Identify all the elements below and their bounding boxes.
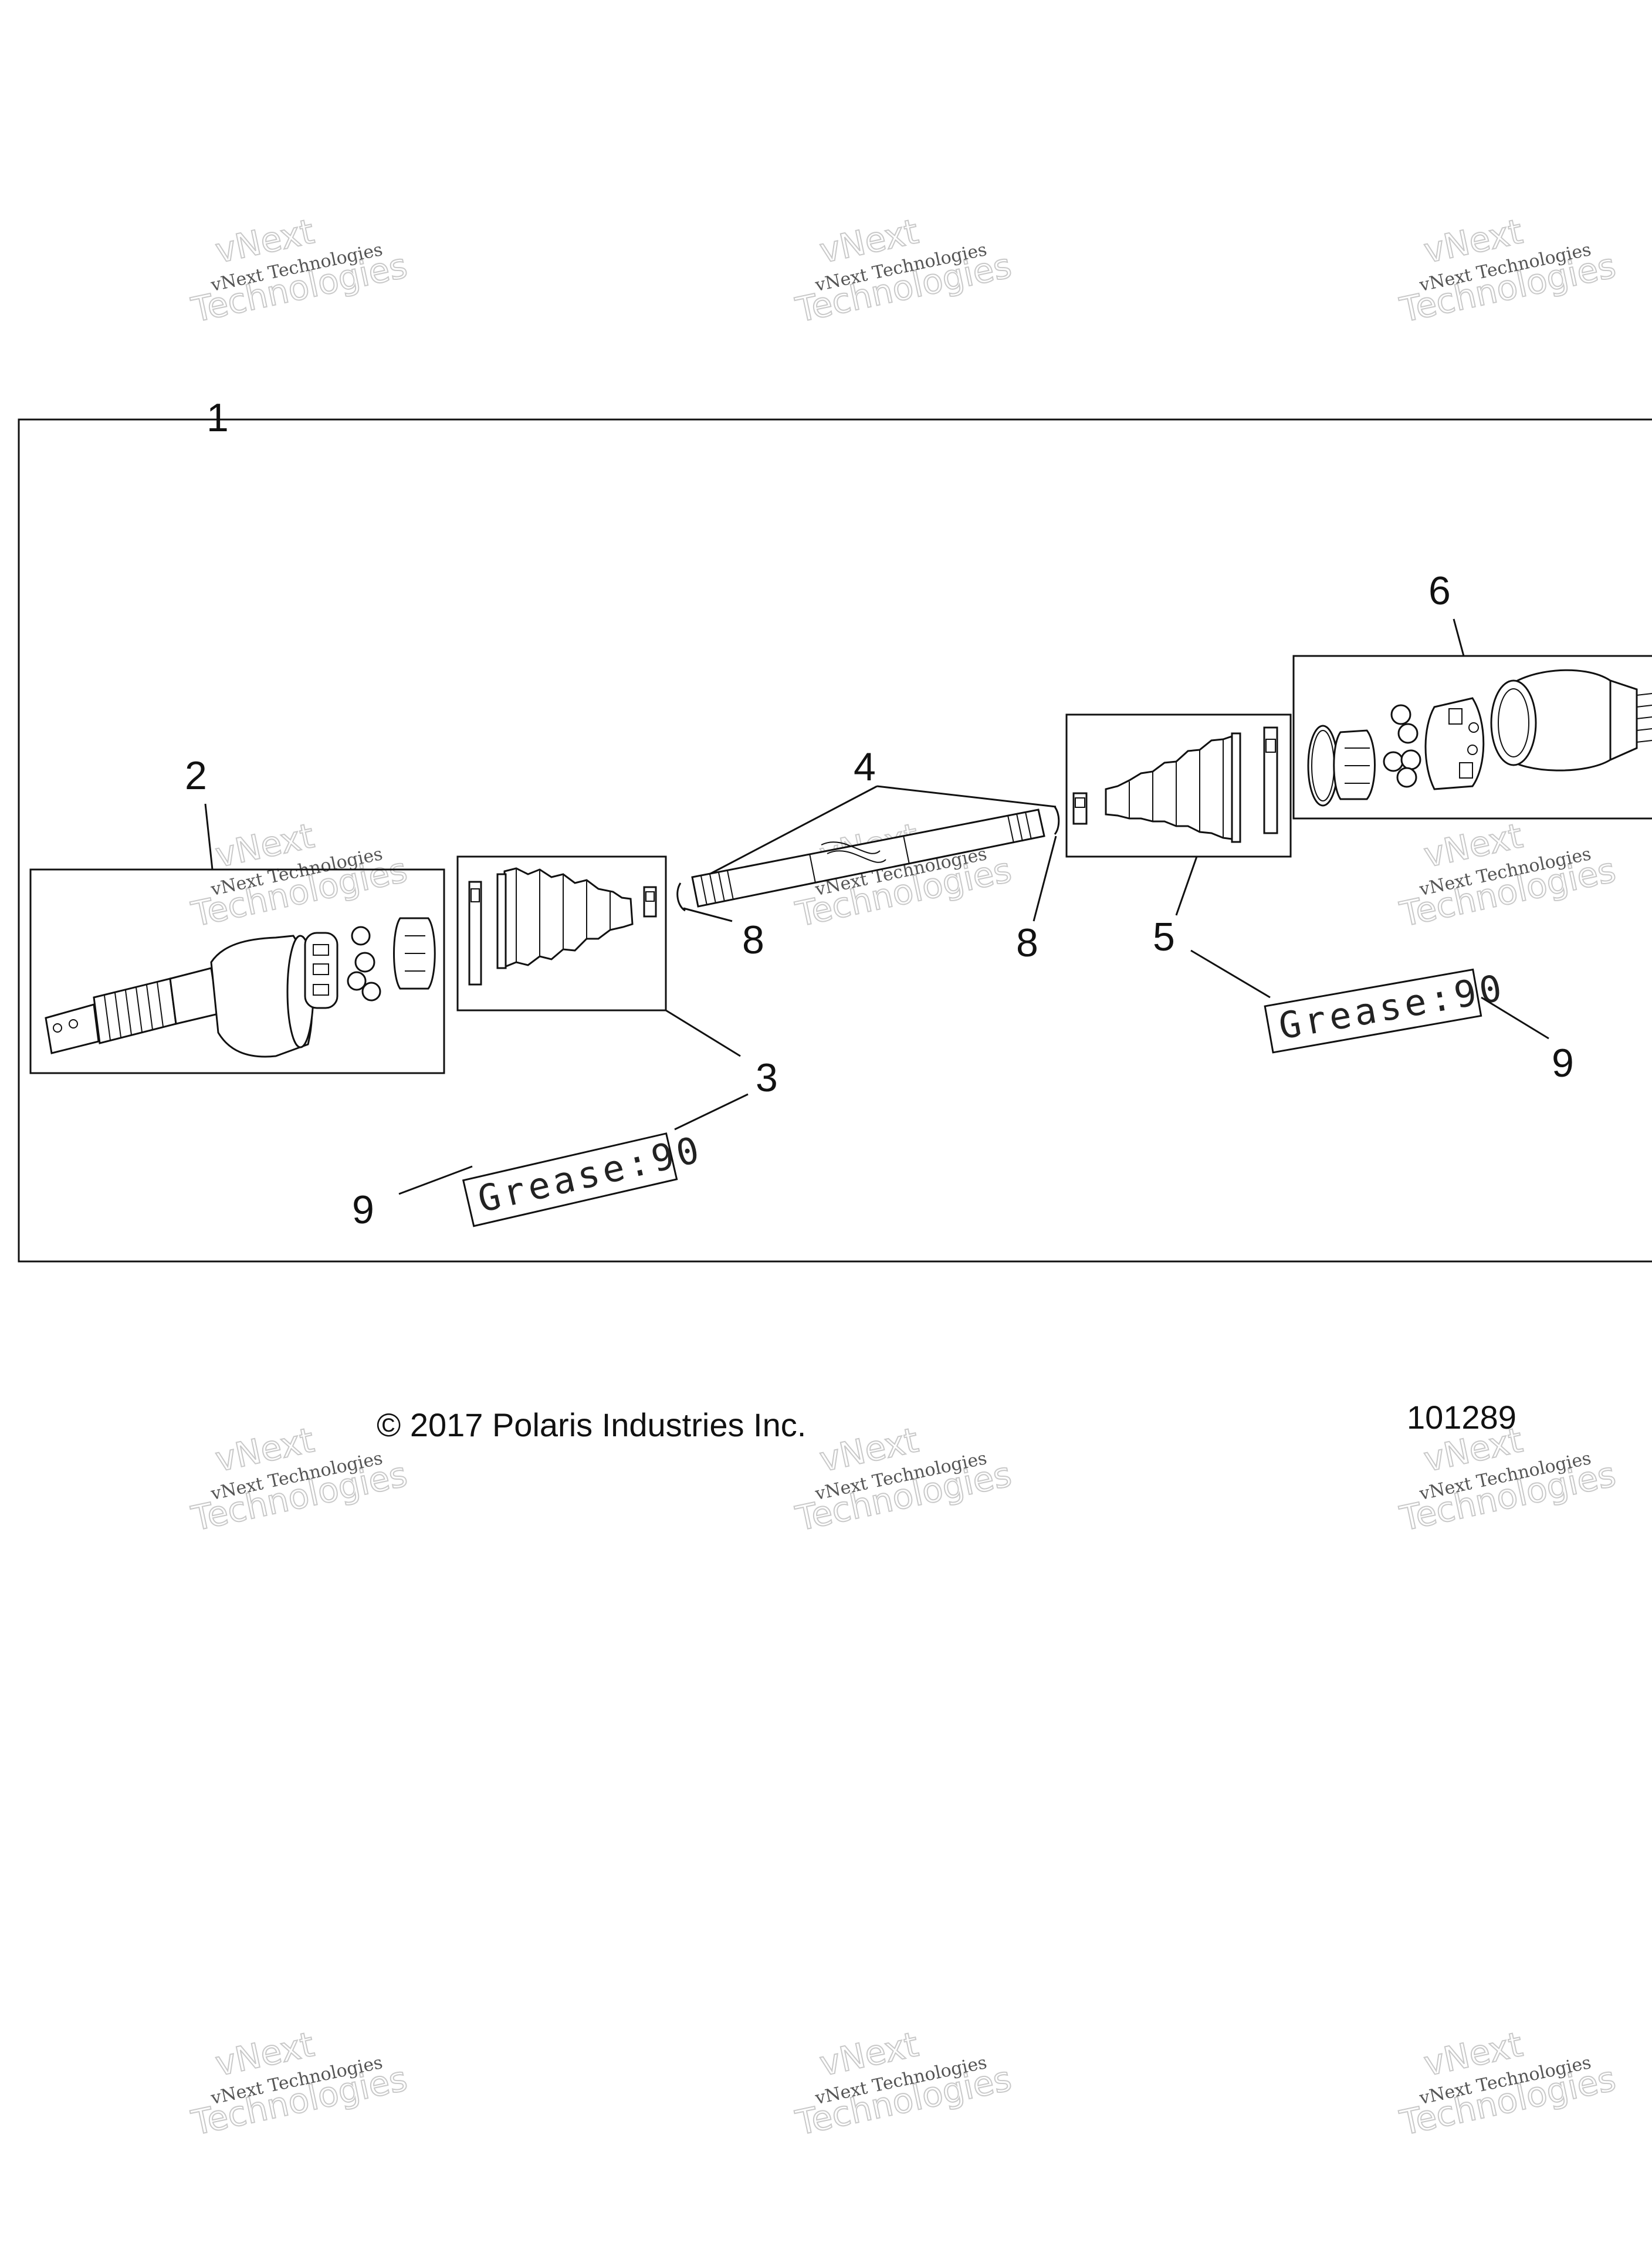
leader-6 (1453, 618, 1465, 657)
grease-label-right-text: Grease:90 (1275, 966, 1508, 1048)
diagram-number: 101289 (1407, 1399, 1516, 1436)
grease-label-left[interactable]: Grease:90 9 (352, 1093, 749, 1232)
copyright-text: © 2017 Polaris Industries Inc. (377, 1406, 806, 1443)
watermark: vNext Technologies vNext Technologies (1396, 2024, 1620, 2143)
grease-tag-right (1264, 968, 1482, 1054)
watermark: vNext Technologies vNext Technologies (187, 2024, 411, 2143)
leader-9-left (398, 1165, 473, 1195)
assembly-frame (18, 418, 1652, 1263)
circlip-left (676, 882, 686, 912)
grease-label-right[interactable]: Grease:90 9 (1264, 965, 1574, 1085)
leader-5 (1175, 856, 1198, 916)
cv-balls (347, 926, 381, 1002)
boot-small-clamp-right (1072, 792, 1088, 825)
leader-3 (665, 1009, 741, 1057)
watermark: vNext Technologies vNext Technologies (791, 2024, 1015, 2143)
callout-4: 4 (854, 745, 876, 789)
inner-race (1333, 729, 1376, 800)
callout-5: 5 (1153, 915, 1175, 959)
leader-8-right (1032, 835, 1057, 922)
inner-cv-joint-group[interactable]: 6 (1292, 569, 1652, 820)
callout-8-right: 8 (1016, 921, 1038, 965)
watermark: vNext Technologies vNext Technologies (1396, 211, 1620, 330)
leader-9-right (1481, 996, 1549, 1040)
callout-2: 2 (185, 753, 207, 798)
outer-cv-joint-group[interactable]: 2 (29, 753, 445, 1074)
outer-cv-joint-box (29, 868, 445, 1074)
leader-5-grease (1190, 949, 1271, 999)
inner-cv-balls (1383, 704, 1421, 788)
callout-8-left: 8 (742, 918, 764, 962)
boot-kit-left-group[interactable]: 3 (456, 855, 778, 1100)
leader-4a (698, 785, 878, 881)
inner-cv-joint-box (1292, 655, 1652, 820)
grease-tag-left (462, 1132, 678, 1227)
axle-shaft (691, 808, 1045, 908)
watermark: vNext Technologies vNext Technologies (791, 211, 1015, 330)
leader-8-left (683, 907, 733, 922)
watermark: vNext Technologies vNext Technologies (187, 1419, 411, 1539)
cv-boot-right (1105, 735, 1233, 840)
boot-clamp (468, 881, 482, 986)
watermarks: vNext Technologies vNext Technologies vN… (187, 211, 1620, 2143)
circlip-right (1054, 806, 1060, 835)
stub-shaft (45, 1003, 100, 1054)
leader-3-grease (674, 1093, 749, 1131)
callout-1: 1 (206, 395, 229, 440)
watermark: vNext Technologies vNext Technologies (791, 1419, 1015, 1539)
callout-3: 3 (756, 1056, 778, 1100)
boot-kit-left-box (456, 855, 667, 1012)
callout-9-left: 9 (352, 1188, 374, 1232)
callout-9-right: 9 (1552, 1041, 1574, 1085)
watermark: vNext Technologies vNext Technologies (187, 211, 411, 330)
boot-kit-right-box (1065, 713, 1292, 858)
callout-6: 6 (1428, 569, 1451, 613)
cv-boot-left (503, 867, 634, 969)
boot-kit-right-group[interactable]: 5 (1065, 713, 1292, 999)
boot-clamp-right (1263, 726, 1278, 834)
axle-shaft-group[interactable]: 4 (676, 745, 1060, 912)
leader-4b (876, 785, 1057, 808)
watermark: vNext Technologies vNext Technologies (1396, 815, 1620, 935)
leader-2 (204, 803, 214, 870)
inner-cage (1424, 697, 1485, 790)
grease-label-left-text: Grease:90 (474, 1128, 706, 1221)
